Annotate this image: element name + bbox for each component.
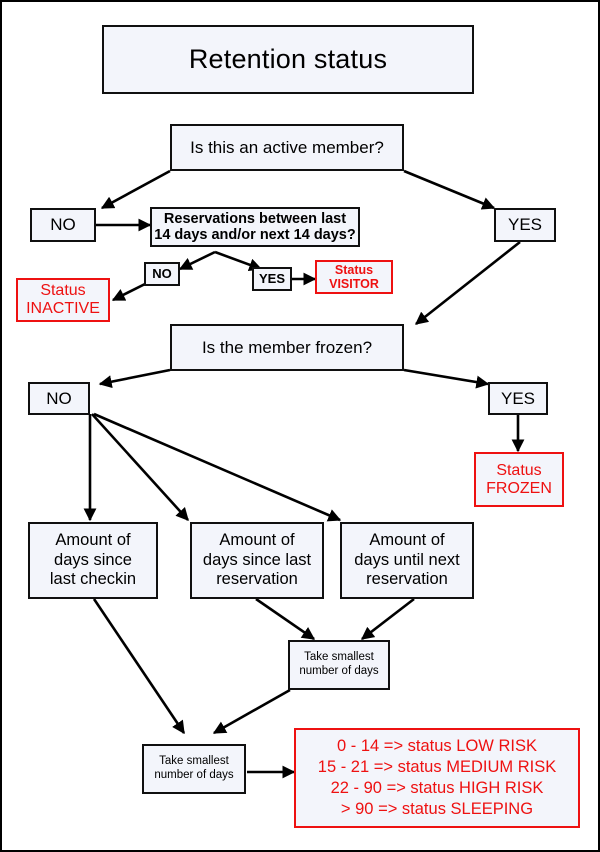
decision-reservations-yes: YES [252,267,292,291]
question-is-member-frozen: Is the member frozen? [170,324,404,371]
arrow-reservations-to-no [178,250,216,271]
arrow-take1-to-take2 [212,688,291,735]
box-days-since-last-reservation: Amount of days since last reservation [190,522,324,599]
decision-reservations-no: NO [144,262,180,286]
decision-active-yes: YES [494,208,556,242]
status-visitor: Status VISITOR [315,260,393,294]
decision-active-no: NO [30,208,96,242]
question-reservations-window: Reservations between last 14 days and/or… [150,207,360,247]
status-frozen: Status FROZEN [474,452,564,507]
arrow-active-to-no [100,169,171,210]
box-days-since-last-checkin: Amount of days since last checkin [28,522,158,599]
box-days-until-next-reservation: Amount of days until next reservation [340,522,474,599]
arrow-days-checkin-to-take2 [92,598,186,735]
arrow-days-since-to-take1 [255,597,316,641]
box-risk-rules: 0 - 14 => status LOW RISK 15 - 21 => sta… [294,728,580,828]
arrow-no-to-days-since [91,413,189,521]
decision-frozen-yes: YES [488,382,548,415]
status-inactive: Status INACTIVE [16,278,110,322]
arrow-days-until-to-take1 [360,597,415,641]
arrow-no-to-inactive [111,281,148,302]
arrow-yes-to-frozen-question [414,240,521,326]
diagram-title-box: Retention status [102,25,474,94]
arrow-frozen-to-yes [403,368,490,389]
box-take-smallest-lower: Take smallest number of days [142,744,246,794]
arrow-no-to-days-until [93,412,342,522]
box-take-smallest-upper: Take smallest number of days [288,640,390,690]
arrow-active-to-yes [403,169,496,210]
decision-frozen-no: NO [28,382,90,415]
question-is-active-member: Is this an active member? [170,124,404,171]
arrow-frozen-to-no [98,368,171,389]
